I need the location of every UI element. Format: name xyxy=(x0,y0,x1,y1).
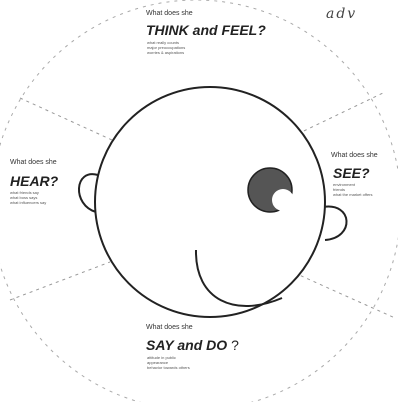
hear-note-3: what influencers say xyxy=(10,200,46,205)
divider-top-left xyxy=(20,98,112,140)
right-ear xyxy=(323,207,347,240)
think-title: THINK and FEEL? xyxy=(146,22,266,38)
eye-highlight xyxy=(272,189,294,211)
see-note-3: what the market offers xyxy=(333,192,373,197)
handwritten-note: adv xyxy=(326,6,357,22)
say-note-3: behavior towards others xyxy=(147,365,190,370)
say-title-suffix: ? xyxy=(231,337,239,353)
divider-bottom-left xyxy=(10,262,110,300)
see-question: What does she xyxy=(331,152,378,160)
say-title: SAY and DO xyxy=(146,337,227,353)
think-question: What does she xyxy=(146,10,193,18)
hear-title: HEAR? xyxy=(10,173,58,189)
hear-question: What does she xyxy=(10,159,57,167)
say-title-wrap: SAY and DO ? xyxy=(146,337,239,353)
say-question: What does she xyxy=(146,324,193,332)
divider-bottom-right xyxy=(288,270,395,318)
think-note-3: worries & aspirations xyxy=(147,50,184,55)
see-title: SEE? xyxy=(333,165,370,181)
